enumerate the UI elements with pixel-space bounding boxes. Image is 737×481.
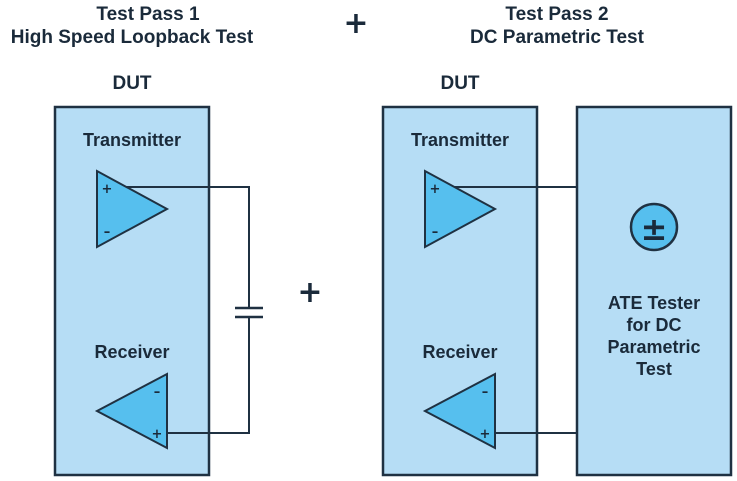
pass1-tx-minus-sign: – [104,225,111,240]
pass1-title-line2: High Speed Loopback Test [11,27,254,48]
pass1-transmitter-amplifier [96,169,170,249]
pass1-rx-minus-sign: – [154,385,161,400]
pass1-wire-top [114,186,250,308]
pass1-receiver-label: Receiver [94,342,169,362]
ate-label-line1: ATE Tester [608,293,700,313]
pass2-dut-label: DUT [440,73,479,94]
pass2-title-line2: DC Parametric Test [470,27,645,48]
pass1-transmitter-label: Transmitter [83,130,181,150]
ate-label-line3: Parametric [607,337,700,357]
top-plus-sign: + [343,6,368,41]
pass2-rx-plus-sign: + [480,427,491,442]
pass2-rx-minus-sign: – [482,385,489,400]
pass2-transmitter-amplifier [424,169,498,249]
pass1-wire-bottom [167,317,250,434]
pass1-dut-label: DUT [112,73,151,94]
pass1-receiver-amplifier [94,372,168,450]
ate-label-line4: Test [636,359,672,379]
ate-label-line2: for DC [627,315,682,335]
pass2-transmitter-label: Transmitter [411,130,509,150]
pass2-receiver-amplifier [422,372,496,450]
middle-plus-sign: + [297,275,322,310]
pass2-receiver-label: Receiver [422,342,497,362]
voltage-source-symbol: ± [641,210,668,248]
ate-tester-box [575,105,733,477]
voltage-source-icon [629,202,679,252]
pass1-rx-plus-sign: + [152,427,163,442]
pass2-tx-minus-sign: – [432,225,439,240]
pass2-tx-plus-sign: + [430,182,441,197]
pass1-tx-plus-sign: + [102,182,113,197]
pass1-title-line1: Test Pass 1 [96,4,200,25]
pass2-title-line1: Test Pass 2 [505,4,608,25]
